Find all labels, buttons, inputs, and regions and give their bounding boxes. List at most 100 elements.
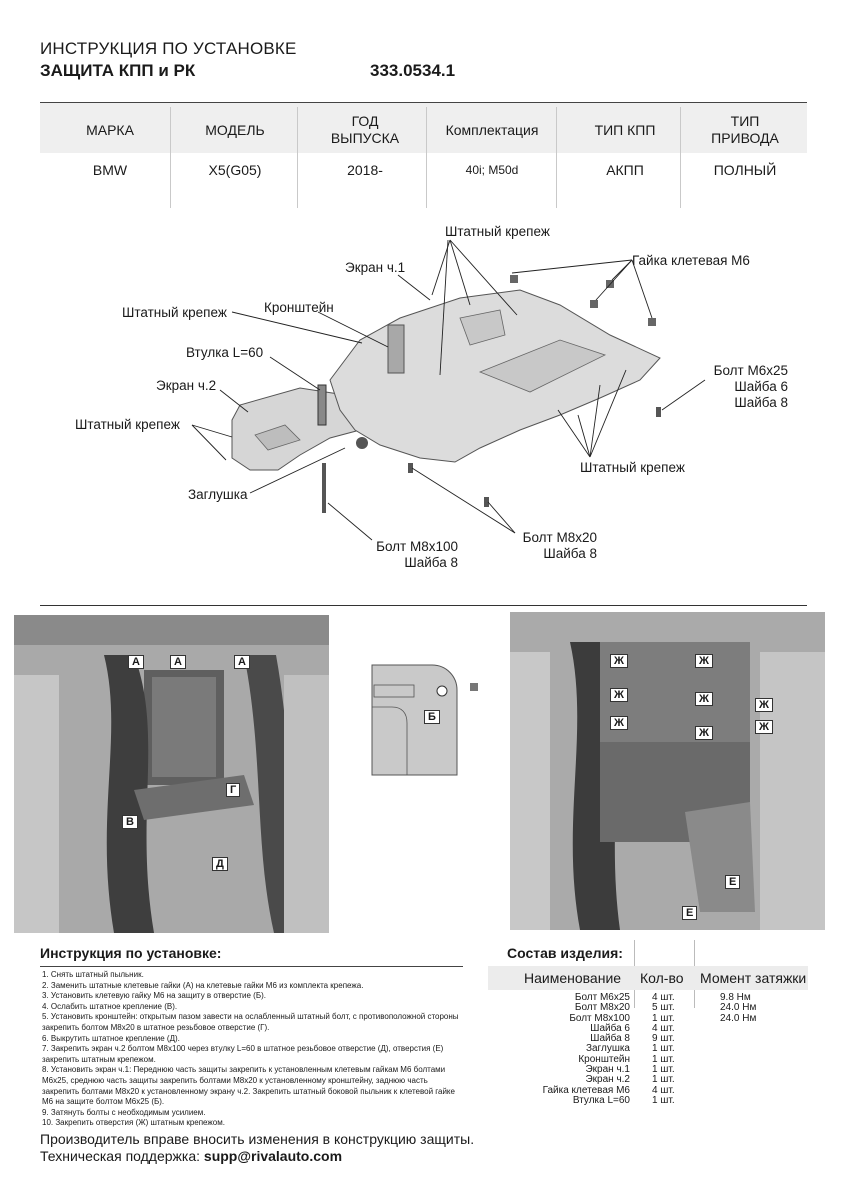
section-divider (40, 605, 807, 606)
marker-zh: Ж (695, 654, 713, 668)
header-divider (40, 102, 807, 103)
label-washer-6-line: Шайба 6 (734, 379, 788, 394)
detail-b-diagram (371, 664, 478, 776)
spec-table-header (40, 103, 807, 153)
composition-name: Болт М8х20 (574, 1002, 630, 1014)
label-bolt-m8x100: Болт М8х100 Шайба 8 (360, 539, 458, 571)
composition-name: Экран ч.2 (585, 1074, 630, 1086)
composition-name: Кронштейн (578, 1053, 630, 1065)
marker-g: Г (226, 783, 241, 797)
composition-name: Экран ч.1 (585, 1064, 630, 1076)
instruction-step: 4. Ослабить штатное крепление (В). (42, 1001, 178, 1011)
label-sleeve: Втулка L=60 (186, 345, 264, 360)
marker-zh: Ж (610, 688, 628, 702)
marker-zh: Ж (755, 698, 773, 712)
bracket-shape (387, 324, 405, 374)
instruction-step: 3. Установить клетевую гайку М6 на защит… (42, 991, 266, 1001)
spec-val-drive: ПОЛНЫЙ (713, 162, 777, 178)
label-cage-nut: Гайка клетевая М6 (632, 253, 750, 268)
spec-col-gearbox: ТИП КПП (594, 122, 656, 138)
instruction-step: 8. Установить экран ч.1: Переднюю часть … (42, 1065, 455, 1107)
support-label: Техническая поддержка: (40, 1148, 201, 1164)
nut-shape (590, 300, 598, 308)
composition-qtys: 4 шт. 5 шт. 1 шт. 4 шт. 9 шт. 1 шт. 1 шт… (652, 992, 692, 1106)
instruction-step: 6. Выкрутить штатное крепление (Д). (42, 1033, 180, 1043)
instructions-list: 1. Снять штатный пыльник. 2. Заменить шт… (42, 970, 467, 1129)
footer-note: Производитель вправе вносить изменения в… (40, 1131, 475, 1147)
label-bolt-m8x20: Болт М8х20 Шайба 8 (505, 530, 597, 562)
bolt-shape (484, 497, 489, 507)
instructions-divider (40, 966, 463, 967)
page-title: ИНСТРУКЦИЯ ПО УСТАНОВКЕ (40, 39, 297, 58)
spec-col-trim: Комплектация (445, 122, 539, 138)
support-email[interactable]: supp@rivalauto.com (203, 1148, 343, 1164)
marker-zh: Ж (610, 716, 628, 730)
composition-header: Наименование Кол-во Момент затяжки (488, 966, 808, 990)
label-standard-fastener-top: Штатный крепеж (445, 224, 550, 239)
product-name: ЗАЩИТА КПП и РК (40, 61, 196, 80)
label-bolt-m6-line: Болт М6х25 (713, 363, 788, 378)
composition-name: Болт М6х25 (574, 992, 630, 1003)
composition-names: Болт М6х25 Болт М8х20 Болт М8х100 Шайба … (480, 992, 630, 1106)
composition-col-torque: Момент затяжки (700, 970, 807, 986)
spec-col-year: ГОД ВЫПУСКА (330, 113, 400, 146)
marker-v: В (122, 815, 138, 829)
panel-recess (459, 309, 506, 346)
composition-qty: 4 шт. (652, 1084, 675, 1096)
composition-qty: 9 шт. (652, 1033, 675, 1045)
spec-val-trim: 40i; M50d (465, 163, 519, 177)
instructions-title: Инструкция по установке: (40, 945, 222, 961)
spec-val-gearbox: АКПП (606, 162, 644, 178)
spec-divider (297, 107, 298, 208)
marker-e: Е (682, 906, 698, 920)
spec-divider (170, 107, 171, 208)
composition-name: Шайба 8 (590, 1033, 630, 1045)
panel-recess (254, 424, 301, 451)
label-screen-part-1: Экран ч.1 (345, 260, 406, 275)
instruction-step: 5. Установить кронштейн: открытым пазом … (42, 1012, 459, 1032)
nut-shape (510, 275, 518, 283)
instruction-step: 7. Закрепить экран ч.2 болтом М8х100 чер… (42, 1044, 444, 1064)
spec-divider (680, 107, 681, 208)
marker-a: А (170, 655, 186, 669)
composition-qty: 1 шт. (652, 1012, 675, 1024)
marker-zh: Ж (755, 720, 773, 734)
composition-col-qty: Кол-во (640, 970, 684, 986)
nut-shape (648, 318, 656, 326)
bolt-shape (408, 463, 413, 473)
label-washer-8-line: Шайба 8 (543, 546, 597, 561)
photo-underbody-left: А А А В Г Д (14, 615, 329, 933)
bolt-m8x100-shape (322, 463, 326, 513)
label-bolt-m6: Болт М6х25 Шайба 6 Шайба 8 (690, 363, 788, 411)
product-code: 333.0534.1 (370, 61, 456, 80)
composition-qty: 5 шт. (652, 1002, 675, 1014)
marker-a: А (234, 655, 250, 669)
spec-divider (556, 107, 557, 208)
marker-e: Е (725, 875, 741, 889)
marker-b: Б (424, 710, 440, 724)
label-screen-part-2: Экран ч.2 (156, 378, 217, 393)
leader-lines (191, 239, 706, 541)
label-bolt-m8x100-line: Болт М8х100 (376, 539, 458, 554)
instruction-step: 9. Затянуть болты с необходимым усилием. (42, 1107, 206, 1117)
composition-col-name: Наименование (524, 970, 622, 986)
spec-val-brand: BMW (92, 162, 128, 178)
spec-col-model: МОДЕЛЬ (205, 122, 265, 138)
screen-part-2-shape (231, 387, 369, 471)
composition-qty: 1 шт. (652, 1094, 675, 1106)
composition-name: Болт М8х100 (569, 1012, 630, 1024)
label-standard-fastener-right: Штатный крепеж (580, 460, 685, 475)
label-plug: Заглушка (188, 487, 248, 502)
composition-qty: 1 шт. (652, 1064, 675, 1076)
label-washer-8-line: Шайба 8 (734, 395, 788, 410)
label-washer-8-line: Шайба 8 (404, 555, 458, 570)
marker-zh: Ж (695, 692, 713, 706)
composition-qty: 4 шт. (652, 992, 675, 1003)
spec-val-year: 2018- (347, 162, 383, 178)
spec-val-model: X5(G05) (208, 162, 262, 178)
label-standard-fastener-left-2: Штатный крепеж (75, 417, 180, 432)
panel-recess (478, 339, 607, 393)
composition-name: Заглушка (585, 1043, 630, 1055)
marker-a: А (128, 655, 144, 669)
composition-name: Гайка клетевая М6 (542, 1084, 630, 1096)
